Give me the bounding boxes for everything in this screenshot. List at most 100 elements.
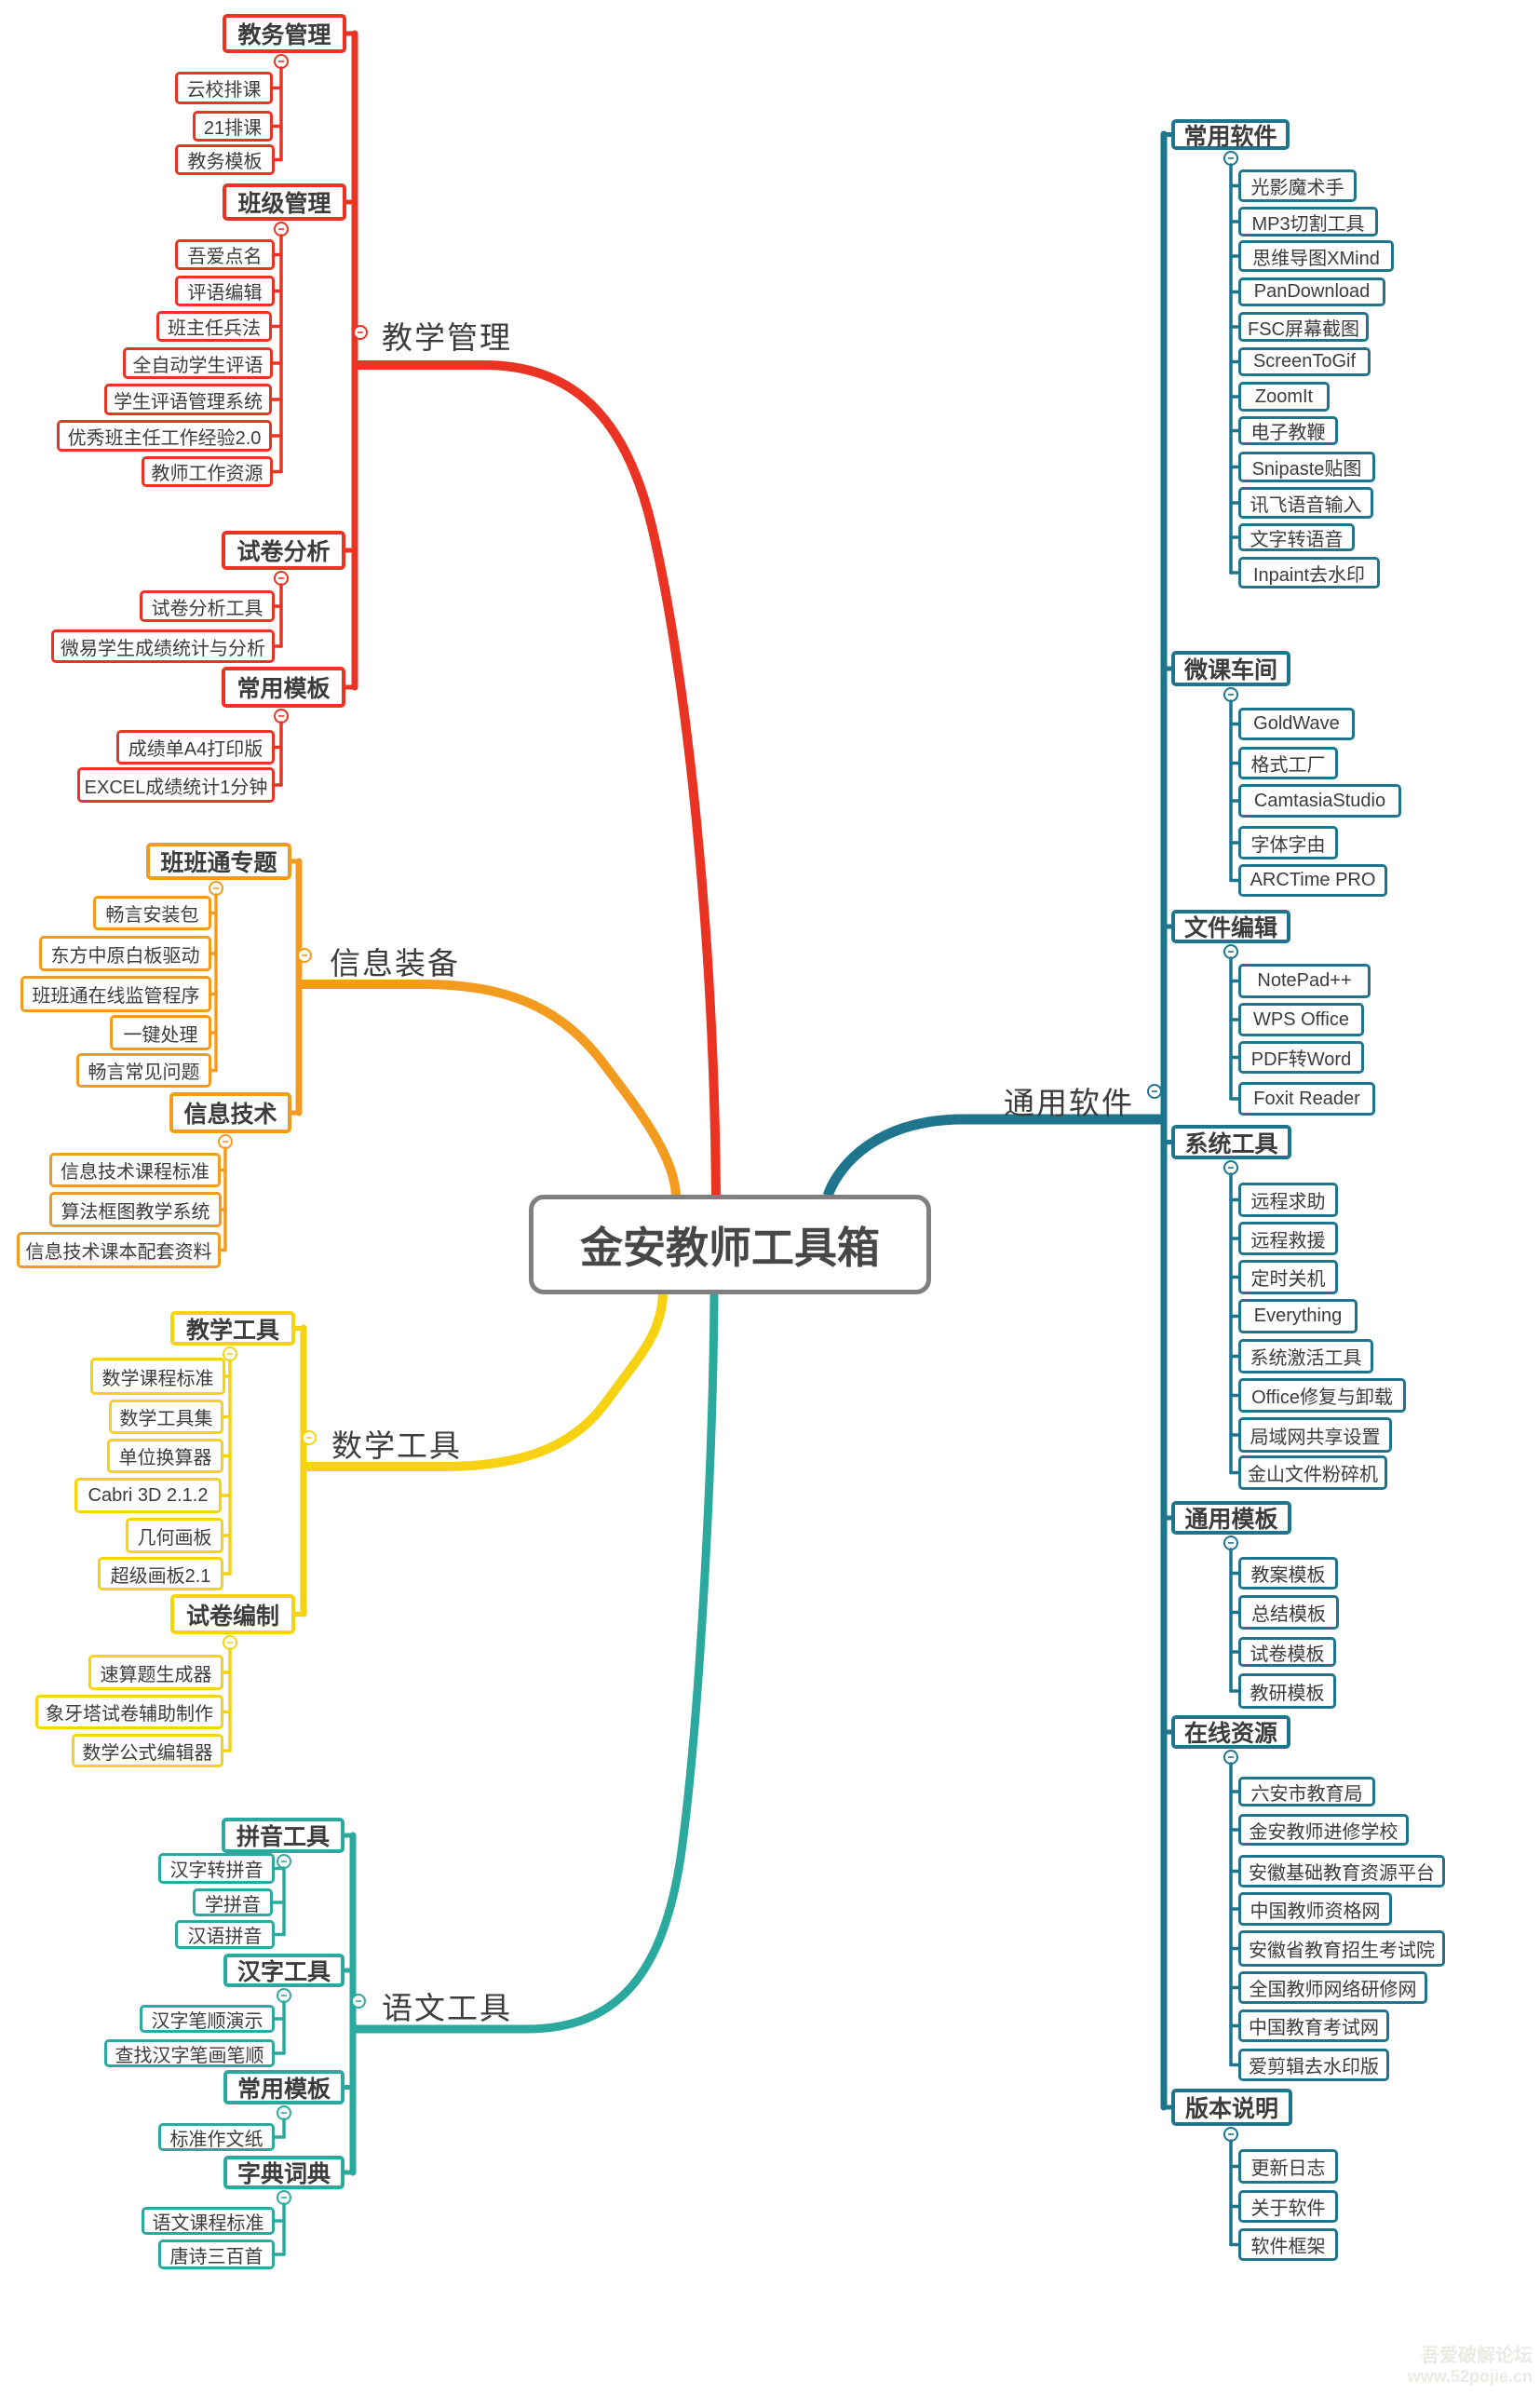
topic-node[interactable]: 信息技术课程标准	[49, 1153, 221, 1187]
group-topic[interactable]: 班级管理	[223, 183, 346, 221]
group-topic[interactable]: 拼音工具	[222, 1818, 344, 1853]
group-topic[interactable]: 常用模板	[222, 667, 345, 708]
topic-node[interactable]: 一键处理	[110, 1015, 211, 1050]
topic-node[interactable]: 数学课程标准	[90, 1358, 225, 1395]
group-topic[interactable]: 信息技术	[169, 1092, 291, 1133]
topic-node[interactable]: 格式工厂	[1238, 747, 1338, 779]
group-topic[interactable]: 常用软件	[1171, 119, 1290, 150]
topic-node[interactable]: 思维导图XMind	[1238, 240, 1394, 272]
topic-node[interactable]: PanDownload	[1238, 277, 1385, 306]
topic-node[interactable]: 试卷模板	[1238, 1637, 1336, 1667]
branch-label[interactable]: 语文工具	[382, 1991, 512, 2025]
branch-label[interactable]: 通用软件	[1004, 1086, 1134, 1120]
topic-node[interactable]: 文字转语音	[1238, 523, 1355, 551]
topic-node[interactable]: 班主任兵法	[156, 311, 272, 342]
central-topic[interactable]: 金安教师工具箱	[529, 1195, 931, 1294]
topic-node[interactable]: CamtasiaStudio	[1238, 784, 1401, 818]
topic-node[interactable]: 象牙塔试卷辅助制作	[35, 1695, 223, 1729]
topic-node[interactable]: 定时关机	[1238, 1260, 1338, 1294]
topic-node[interactable]: 数学公式编辑器	[72, 1734, 223, 1767]
topic-node[interactable]: Foxit Reader	[1238, 1082, 1375, 1116]
topic-node[interactable]: 教师工作资源	[142, 456, 273, 487]
topic-node[interactable]: 云校排课	[175, 72, 273, 104]
group-topic[interactable]: 微课车间	[1171, 651, 1290, 686]
topic-node[interactable]: 优秀班主任工作经验2.0	[57, 420, 272, 452]
topic-node[interactable]: 东方中原白板驱动	[39, 936, 211, 971]
topic-node[interactable]: 更新日志	[1238, 2149, 1338, 2184]
topic-node[interactable]: 超级画板2.1	[98, 1557, 223, 1590]
group-topic[interactable]: 通用模板	[1171, 1501, 1291, 1535]
topic-node[interactable]: 远程求助	[1238, 1183, 1338, 1217]
topic-node[interactable]: 中国教师资格网	[1238, 1892, 1392, 1926]
topic-node[interactable]: 系统激活工具	[1238, 1339, 1373, 1373]
topic-node[interactable]: 吾爱点名	[175, 239, 275, 270]
topic-node[interactable]: EXCEL成绩统计1分钟	[77, 767, 275, 803]
topic-node[interactable]: 局域网共享设置	[1238, 1417, 1392, 1453]
topic-node[interactable]: 软件框架	[1238, 2228, 1338, 2261]
topic-node[interactable]: 全国教师网络研修网	[1238, 1971, 1427, 2004]
topic-node[interactable]: PDF转Word	[1238, 1041, 1364, 1074]
group-topic[interactable]: 班班通专题	[146, 843, 291, 880]
topic-node[interactable]: 汉字转拼音	[158, 1853, 275, 1884]
topic-node[interactable]: 数学工具集	[109, 1400, 223, 1434]
topic-node[interactable]: Inpaint去水印	[1238, 557, 1380, 589]
topic-node[interactable]: 算法框图教学系统	[49, 1192, 222, 1227]
topic-node[interactable]: 总结模板	[1238, 1595, 1339, 1630]
topic-node[interactable]: 成绩单A4打印版	[116, 730, 275, 765]
topic-node[interactable]: 唐诗三百首	[158, 2239, 275, 2269]
topic-node[interactable]: 金安教师进修学校	[1238, 1814, 1409, 1846]
group-topic[interactable]: 教务管理	[223, 14, 346, 53]
group-topic[interactable]: 版本说明	[1171, 2089, 1292, 2126]
topic-node[interactable]: 试卷分析工具	[140, 590, 275, 622]
topic-node[interactable]: 讯飞语音输入	[1238, 487, 1373, 519]
topic-node[interactable]: 远程救援	[1238, 1222, 1338, 1255]
topic-node[interactable]: 金山文件粉碎机	[1238, 1455, 1387, 1490]
topic-node[interactable]: 汉语拼音	[175, 1920, 275, 1949]
branch-label[interactable]: 数学工具	[331, 1428, 462, 1463]
topic-node[interactable]: 评语编辑	[175, 276, 275, 306]
topic-node[interactable]: 微易学生成绩统计与分析	[51, 629, 275, 663]
topic-node[interactable]: 汉字笔顺演示	[140, 2005, 275, 2033]
topic-node[interactable]: 信息技术课本配套资料	[17, 1232, 221, 1268]
topic-node[interactable]: NotePad++	[1238, 964, 1371, 998]
topic-node[interactable]: 21排课	[193, 111, 273, 142]
topic-node[interactable]: Snipaste贴图	[1238, 452, 1375, 482]
topic-node[interactable]: 标准作文纸	[158, 2123, 275, 2151]
topic-node[interactable]: ScreenToGif	[1238, 347, 1371, 376]
topic-node[interactable]: 中国教育考试网	[1238, 2009, 1389, 2042]
group-topic[interactable]: 试卷编制	[170, 1594, 295, 1634]
topic-node[interactable]: 语文课程标准	[142, 2207, 275, 2235]
group-topic[interactable]: 在线资源	[1171, 1715, 1290, 1749]
topic-node[interactable]: 教务模板	[175, 144, 275, 175]
topic-node[interactable]: FSC屏幕截图	[1238, 312, 1369, 342]
topic-node[interactable]: 关于软件	[1238, 2190, 1338, 2223]
topic-node[interactable]: ZoomIt	[1238, 382, 1330, 412]
topic-node[interactable]: 班班通在线监管程序	[20, 976, 211, 1012]
group-topic[interactable]: 教学工具	[170, 1311, 295, 1346]
topic-node[interactable]: 字体字由	[1238, 826, 1338, 859]
topic-node[interactable]: MP3切割工具	[1238, 207, 1378, 237]
group-topic[interactable]: 常用模板	[223, 2070, 344, 2104]
topic-node[interactable]: 六安市教育局	[1238, 1777, 1375, 1806]
branch-label[interactable]: 信息装备	[330, 946, 460, 981]
topic-node[interactable]: 教案模板	[1238, 1557, 1338, 1590]
topic-node[interactable]: 教研模板	[1238, 1673, 1336, 1709]
topic-node[interactable]: 安徽省教育招生考试院	[1238, 1930, 1445, 1967]
topic-node[interactable]: 安徽基础教育资源平台	[1238, 1855, 1445, 1888]
topic-node[interactable]: ARCTime PRO	[1238, 864, 1387, 897]
topic-node[interactable]: 查找汉字笔画笔顺	[104, 2039, 275, 2067]
topic-node[interactable]: 单位换算器	[107, 1439, 223, 1473]
topic-node[interactable]: 全自动学生评语	[123, 347, 273, 379]
topic-node[interactable]: 学拼音	[193, 1888, 273, 1916]
topic-node[interactable]: GoldWave	[1238, 708, 1355, 740]
topic-node[interactable]: 爱剪辑去水印版	[1238, 2049, 1389, 2081]
topic-node[interactable]: 光影魔术手	[1238, 169, 1357, 202]
group-topic[interactable]: 汉字工具	[223, 1954, 344, 1987]
topic-node[interactable]: 畅言常见问题	[76, 1053, 211, 1088]
group-topic[interactable]: 系统工具	[1171, 1125, 1291, 1159]
topic-node[interactable]: 几何画板	[126, 1518, 223, 1553]
topic-node[interactable]: Everything	[1238, 1299, 1358, 1333]
topic-node[interactable]: 学生评语管理系统	[104, 384, 272, 415]
topic-node[interactable]: 畅言安装包	[93, 896, 211, 930]
group-topic[interactable]: 文件编辑	[1171, 910, 1290, 943]
